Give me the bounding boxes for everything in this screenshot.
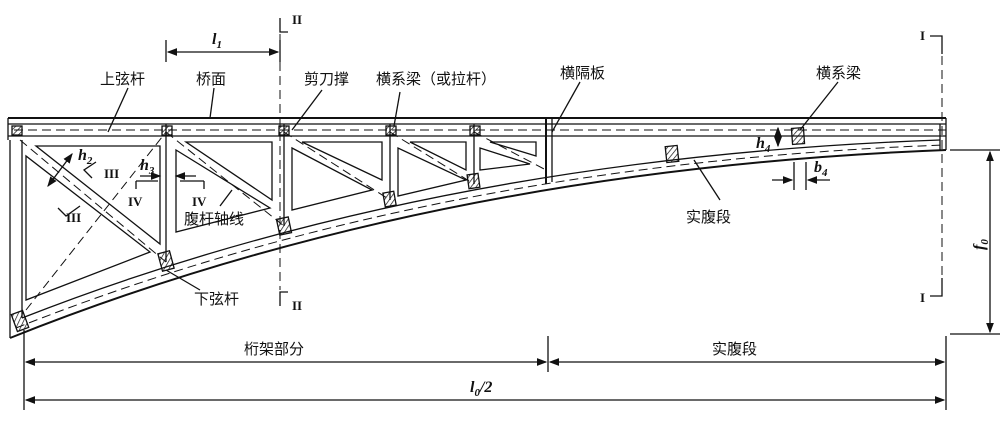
label-solid-web-section: 实腹段 <box>712 340 757 358</box>
label-web-axis: 腹杆轴线 <box>184 210 244 228</box>
dim-h4: h4 <box>756 135 771 155</box>
section-marks <box>57 18 943 306</box>
section-ii-top: II <box>292 12 302 27</box>
dim-f0: f0 <box>971 239 991 250</box>
section-iii-b: III <box>66 210 81 225</box>
label-scissor-brace: 剪刀撑 <box>304 70 349 88</box>
dim-l1: l1 <box>212 31 222 51</box>
label-cross-beam-or-tie: 横系梁（或拉杆） <box>376 70 496 88</box>
dim-half-span: l0/2 <box>470 379 492 399</box>
dim-b4: b4 <box>814 159 828 179</box>
label-lower-chord: 下弦杆 <box>194 290 239 308</box>
section-i-top: I <box>920 28 925 43</box>
section-iii-a: III <box>104 166 119 181</box>
dim-h3: h3 <box>140 157 155 177</box>
section-ii-bottom: II <box>292 298 302 313</box>
label-deck: 桥面 <box>196 70 226 88</box>
label-solid-web: 实腹段 <box>686 208 731 226</box>
section-iv-b: IV <box>192 194 207 209</box>
label-truss-part: 桁架部分 <box>244 340 304 358</box>
section-i-bottom: I <box>920 290 925 305</box>
label-diaphragm: 横隔板 <box>560 64 605 82</box>
truss-panels <box>19 131 547 311</box>
label-cross-beam: 横系梁 <box>816 64 861 82</box>
truss-verticals <box>165 118 553 262</box>
leader-lines <box>107 81 839 291</box>
lower-chord-arch <box>9 139 947 339</box>
section-iv-a: IV <box>128 194 143 209</box>
label-upper-chord: 上弦杆 <box>100 70 145 88</box>
dimension-lines <box>23 40 1000 410</box>
cross-beam-sections <box>10 125 806 333</box>
dim-h2: h2 <box>78 147 93 167</box>
